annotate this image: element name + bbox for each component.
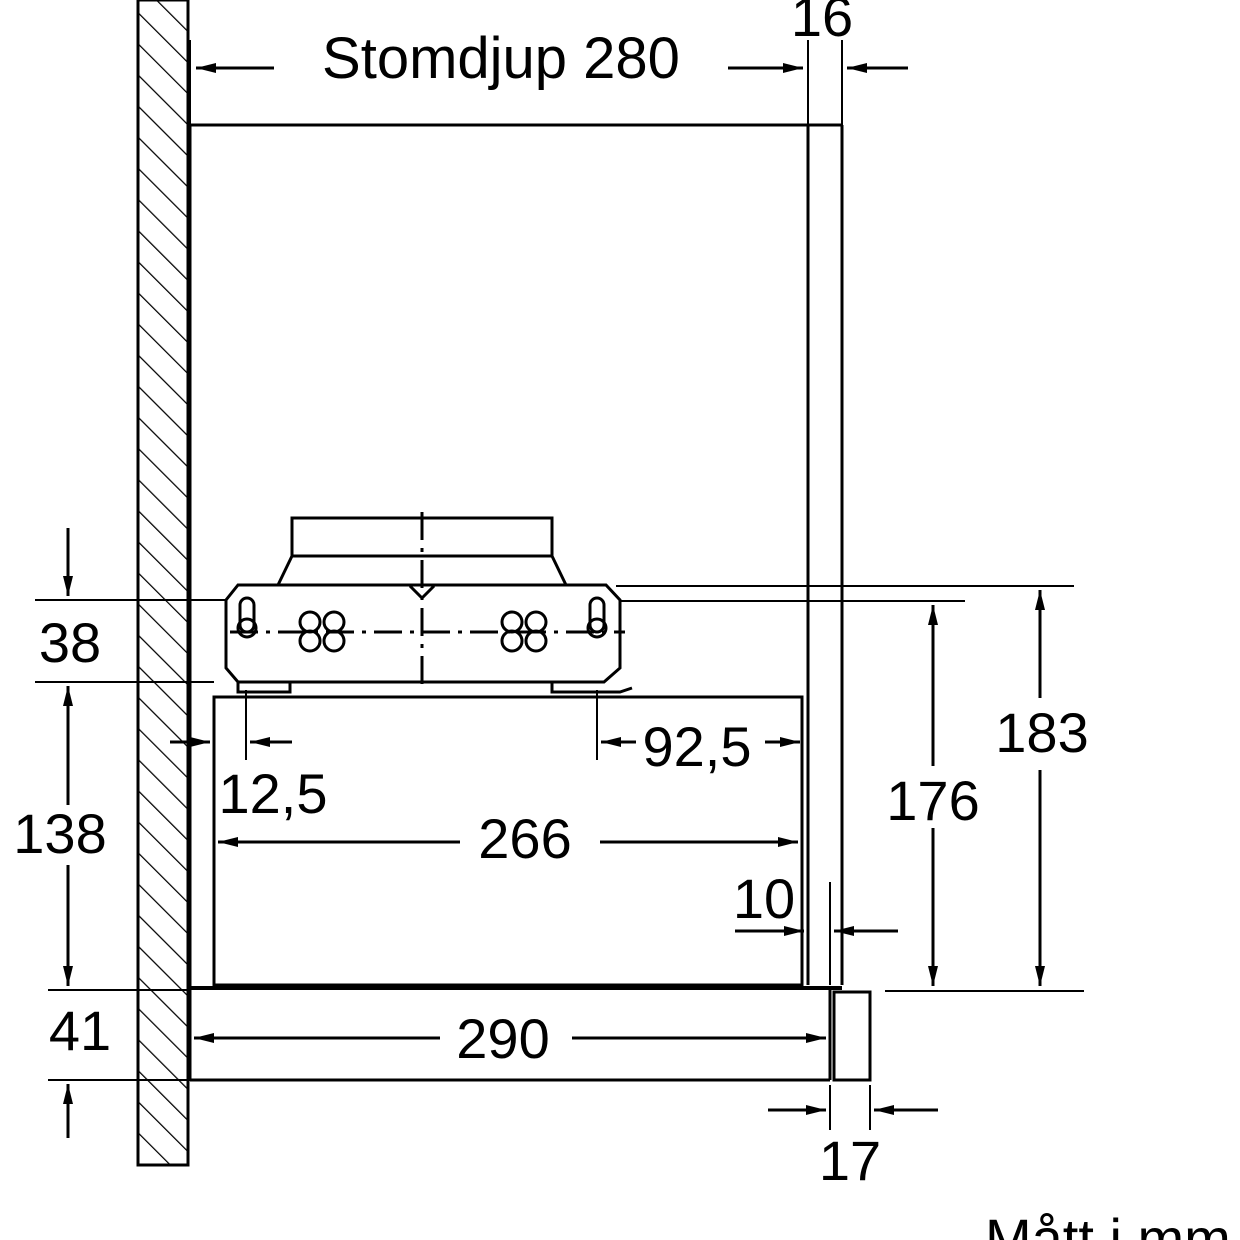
units-note: Mått i mm [985, 1207, 1231, 1240]
extractor-tray [190, 986, 872, 1082]
dim-carcass-depth: Stomdjup 280 [322, 26, 680, 91]
dim-266: 266 [478, 807, 571, 870]
dim-290: 290 [456, 1007, 549, 1070]
dim-12-5: 12,5 [219, 762, 328, 825]
dim-38: 38 [39, 611, 101, 674]
extension-lines [35, 40, 1084, 1130]
dim-16: 16 [791, 0, 853, 48]
keyhole-right-icon [586, 596, 608, 639]
cabinet [188, 123, 844, 1080]
dim-17: 17 [819, 1129, 881, 1192]
dim-10: 10 [733, 867, 795, 930]
wall [136, 0, 190, 1167]
dim-176: 176 [886, 769, 979, 832]
dim-183: 183 [995, 701, 1088, 764]
dim-138: 138 [13, 802, 106, 865]
dimension-arrows [63, 63, 1045, 1138]
dim-41: 41 [49, 999, 111, 1062]
dim-92-5: 92,5 [643, 715, 752, 778]
mounting-bracket [224, 512, 633, 694]
